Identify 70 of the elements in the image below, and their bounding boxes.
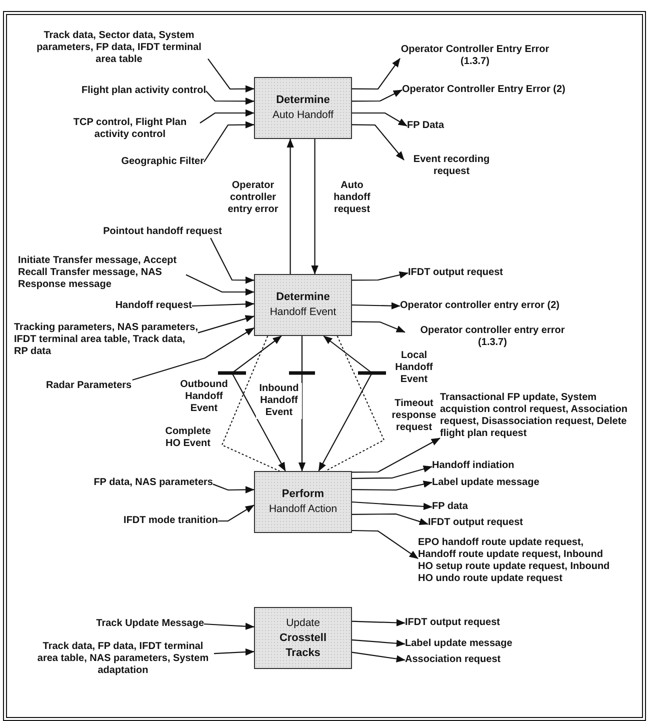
arrow: [352, 302, 400, 310]
data-flow-label: Radar Parameters: [46, 380, 154, 392]
arrow: [352, 124, 404, 160]
arrow: [352, 480, 432, 491]
process-box: Determine Handoff Event: [254, 274, 352, 336]
arrow: [286, 138, 294, 274]
process-box: Determine Auto Handoff: [254, 77, 352, 139]
process-box: Perform Handoff Action: [254, 471, 352, 533]
arrow: [212, 484, 254, 494]
data-flow-label: Initiate Transfer message, Accept Recall Transfer message, NAS Response message: [18, 255, 186, 291]
arrow: [198, 315, 254, 334]
arrow: [214, 648, 254, 656]
arrow: [352, 271, 408, 281]
arrow: [352, 58, 400, 90]
data-flow-label: FP data, NAS parameters: [68, 477, 213, 489]
data-flow-label: FP data: [432, 501, 492, 513]
data-flow-label: FP Data: [407, 120, 457, 132]
data-flow-label: Label update message: [405, 638, 545, 650]
arrow: [200, 109, 254, 124]
arrow: [210, 238, 254, 284]
arrow: [318, 336, 373, 472]
arrow: [218, 504, 254, 522]
data-flow-label: Handoff indiation: [432, 460, 542, 472]
data-flow-label: Flight plan activity control: [58, 85, 206, 97]
arrow: [352, 530, 418, 560]
data-flow-label: Operator Controller Entry Error (1.3.7): [400, 44, 550, 68]
arrow: [206, 90, 254, 105]
data-flow-label: Operator controller entry error (1.3.7): [405, 325, 580, 349]
arrow: [352, 321, 406, 333]
data-flow-label: TCP control, Flight Plan activity control: [60, 117, 200, 141]
arrow: [352, 619, 406, 626]
arrow: [352, 90, 402, 102]
edge-label: Inbound Handoff Event: [256, 383, 302, 419]
data-flow-label: EPO handoff route update request, Handoff route update request, Inbound HO setup route update request, Inbound HO undo route update request: [418, 537, 618, 585]
data-flow-label: Tracking parameters, NAS parameters, IFDT terminal area table, Track data, RP data: [14, 322, 198, 358]
dotted-connector: [221, 336, 280, 472]
arrow: [298, 336, 306, 472]
data-flow-label: Geographic Filter: [106, 156, 204, 168]
arrow: [352, 652, 406, 662]
arrow: [352, 513, 428, 526]
data-flow-label: Transactional FP update, System acquistion control request, Association request, Disassociation request, Delete flight plan request: [440, 392, 636, 440]
data-flow-label: Track data, FP data, IFDT terminal area table, NAS parameters, System adaptation: [32, 641, 214, 677]
arrow: [192, 300, 254, 308]
data-flow-label: IFDT mode tranition: [106, 515, 218, 527]
data-flow-label: Association request: [405, 654, 525, 666]
data-flow-label: Operator Controller Entry Error (2): [402, 84, 598, 96]
data-flow-label: Pointout handoff request: [80, 226, 222, 238]
arrow: [352, 438, 440, 473]
data-flow-label: IFDT output request: [408, 267, 528, 279]
data-flow-label: IFDT output request: [428, 517, 548, 529]
arrow: [311, 139, 318, 274]
arrow: [132, 327, 254, 381]
arrow: [352, 639, 406, 647]
data-flow-label: Operator controller entry error (2): [400, 300, 596, 312]
arrow: [204, 121, 254, 162]
data-flow-label: IFDT output request: [405, 617, 525, 629]
arrow: [208, 58, 254, 92]
arrow: [352, 112, 408, 126]
data-flow-label: Track Update Message: [70, 618, 204, 630]
dotted-connector: [325, 336, 385, 472]
data-flow-label: Event recording request: [404, 154, 499, 178]
data-flow-label: Label update message: [432, 477, 572, 489]
arrow: [352, 465, 432, 479]
arrow: [231, 336, 286, 472]
data-flow-label: Handoff request: [95, 300, 192, 312]
arrow: [186, 274, 254, 296]
arrow: [204, 622, 254, 630]
process-box: Update Crosstell Tracks: [254, 607, 352, 669]
data-flow-label: Track data, Sector data, System parameters, FP data, IFDT terminal area table: [30, 30, 208, 66]
arrow: [352, 501, 432, 510]
